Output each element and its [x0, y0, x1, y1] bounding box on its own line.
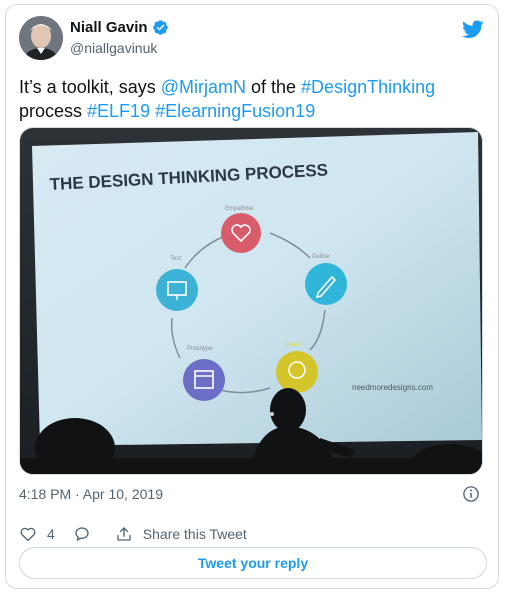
stage-label-test: Test [170, 256, 181, 262]
tweet-timestamp[interactable]: 4:18 PM · Apr 10, 2019 [19, 486, 163, 502]
slide-credit: needmoredesigns.com [352, 383, 433, 392]
author-name[interactable]: Niall Gavin [70, 19, 148, 36]
stage-circle-ideate [276, 351, 318, 393]
tweet-actions: 4 Share this Tweet [19, 523, 247, 545]
tweet-text: It’s a toolkit, says @MirjamN of the #De… [19, 75, 487, 123]
heart-icon [20, 527, 36, 542]
window-icon [194, 370, 214, 389]
hashtag-link[interactable]: #ElearningFusion19 [155, 101, 316, 121]
projection-screen [32, 132, 482, 446]
stage-label-define: Define [312, 254, 330, 260]
cycle-arrows [170, 232, 326, 394]
reply-button-label: Tweet your reply [197, 555, 309, 571]
tweet-media-photo[interactable]: THE DESIGN THINKING PROCESS Empathise De… [19, 127, 483, 475]
stage-label-prototype: Prototype [187, 346, 213, 352]
tweet-text-segment: process [19, 101, 88, 121]
stage-circle-empathise [221, 213, 261, 253]
like-button[interactable]: 4 [19, 525, 55, 543]
stage-circle-test [156, 269, 198, 311]
author-name-row[interactable]: Niall Gavin [70, 19, 169, 36]
lightbulb-icon [288, 361, 306, 379]
audience-silhouettes [20, 388, 482, 474]
tweet-text-segment: of the [246, 77, 302, 97]
heart-outline-icon [231, 224, 251, 243]
tweet-card: Niall Gavin @niallgavinuk It’s a toolkit… [5, 4, 499, 589]
author-handle[interactable]: @niallgavinuk [70, 40, 158, 56]
info-icon[interactable] [462, 485, 480, 503]
reply-bubble-icon [75, 527, 89, 541]
twitter-bird-icon[interactable] [462, 18, 484, 40]
hashtag-link[interactable]: #DesignThinking [301, 77, 436, 97]
pencil-icon [315, 275, 337, 299]
share-label: Share this Tweet [142, 526, 247, 542]
tweet-your-reply-button[interactable]: Tweet your reply [19, 547, 487, 579]
reply-button[interactable] [73, 525, 91, 543]
avatar[interactable] [19, 16, 63, 60]
tweet-text-segment: It’s a toolkit, says [19, 77, 161, 97]
like-count: 4 [47, 526, 55, 542]
stage-label-ideate: Ideate [285, 342, 302, 348]
share-button[interactable]: Share this Tweet [115, 525, 247, 543]
stage-circle-prototype [183, 359, 225, 401]
mention-link[interactable]: @MirjamN [160, 77, 246, 97]
share-icon [117, 527, 131, 541]
hashtag-link[interactable]: #ELF19 [87, 101, 151, 121]
stage-label-empathise: Empathise [225, 206, 254, 212]
verified-badge-icon [152, 20, 168, 35]
